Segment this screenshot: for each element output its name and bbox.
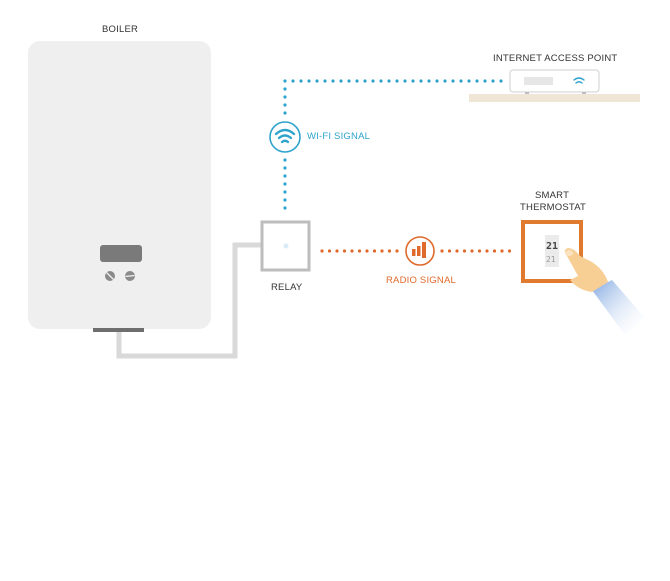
access-point-label: INTERNET ACCESS POINT	[493, 53, 618, 64]
boiler	[28, 41, 211, 332]
boiler-display	[100, 245, 142, 262]
boiler-relay-cable	[116, 242, 262, 359]
radio-dot	[350, 249, 354, 253]
radio-dot	[335, 249, 339, 253]
wifi-dot	[283, 206, 287, 210]
radio-dot	[372, 249, 377, 253]
wifi-dot	[475, 79, 479, 83]
wifi-dot	[283, 182, 287, 186]
wifi-dot	[379, 79, 383, 83]
radio-dot	[470, 249, 474, 253]
wifi-connection-line	[283, 79, 503, 210]
smart-thermostat-label-line1: SMART	[535, 190, 570, 201]
wifi-signal-icon	[269, 121, 301, 153]
wifi-dot	[483, 79, 487, 83]
wifi-dot	[443, 79, 447, 83]
wifi-dot	[419, 79, 423, 83]
wifi-dot	[435, 79, 439, 83]
radio-dot	[357, 249, 362, 253]
wifi-dot	[283, 95, 287, 99]
wifi-dot	[283, 103, 287, 107]
radio-dot	[507, 249, 512, 253]
radio-dot	[455, 249, 459, 253]
wifi-signal-label: WI-FI SIGNAL	[307, 131, 371, 142]
boiler-bottom-bar	[93, 328, 144, 332]
radio-dot	[447, 249, 452, 253]
thermostat-set-temp: 21	[546, 255, 556, 264]
smart-thermostat-label-line2: THERMOSTAT	[520, 202, 587, 213]
internet-access-point	[509, 69, 600, 94]
wifi-dot	[491, 79, 495, 83]
wifi-dot	[331, 79, 335, 83]
wifi-dot	[291, 79, 295, 83]
wifi-dot	[339, 79, 343, 83]
radio-dot	[387, 249, 392, 253]
shelf	[469, 94, 640, 102]
radio-dot	[492, 249, 497, 253]
wifi-dot	[395, 79, 399, 83]
radio-signal-icon	[405, 236, 435, 266]
wifi-dot	[283, 166, 287, 170]
radio-signal-label: RADIO SIGNAL	[386, 275, 456, 286]
boiler-knob-left	[105, 271, 115, 281]
wifi-dot	[299, 79, 303, 83]
boiler-label: BOILER	[102, 24, 139, 35]
wifi-dot	[315, 79, 319, 83]
radio-dot	[380, 249, 384, 253]
wifi-dot	[283, 158, 287, 162]
wifi-dot	[363, 79, 367, 83]
boiler-knob-right	[125, 271, 135, 281]
wifi-dot	[283, 190, 287, 194]
wifi-dot	[451, 79, 455, 83]
wifi-dot	[427, 79, 431, 83]
boiler-body	[28, 41, 211, 329]
wifi-dot	[499, 79, 503, 83]
wifi-dot	[323, 79, 327, 83]
radio-dot	[395, 249, 399, 253]
wifi-dot	[283, 87, 287, 91]
radio-dot	[327, 249, 332, 253]
wifi-dot	[283, 174, 287, 178]
wifi-dot	[467, 79, 471, 83]
wifi-dot	[283, 111, 287, 115]
radio-dot	[440, 249, 444, 253]
wifi-dot	[355, 79, 359, 83]
radio-dot	[342, 249, 347, 253]
thermostat-current-temp: 21	[546, 241, 558, 252]
radio-dot	[477, 249, 482, 253]
wifi-dot	[307, 79, 311, 83]
thermostat-screen	[545, 235, 559, 267]
relay-label: RELAY	[271, 282, 303, 293]
radio-dot	[500, 249, 504, 253]
wifi-dot	[371, 79, 375, 83]
wifi-dot	[347, 79, 351, 83]
radio-dot	[485, 249, 489, 253]
wifi-dot	[459, 79, 463, 83]
relay	[260, 220, 311, 272]
radio-dot	[462, 249, 467, 253]
radio-dot	[365, 249, 369, 253]
wifi-dot	[283, 198, 287, 202]
wifi-dot	[387, 79, 391, 83]
wifi-dot	[403, 79, 407, 83]
radio-dot	[320, 249, 324, 253]
wifi-dot	[411, 79, 415, 83]
wifi-dot	[283, 79, 287, 83]
radio-connection-line	[320, 249, 512, 253]
router-wifi-icon	[573, 77, 585, 84]
hand-icon	[564, 248, 645, 335]
